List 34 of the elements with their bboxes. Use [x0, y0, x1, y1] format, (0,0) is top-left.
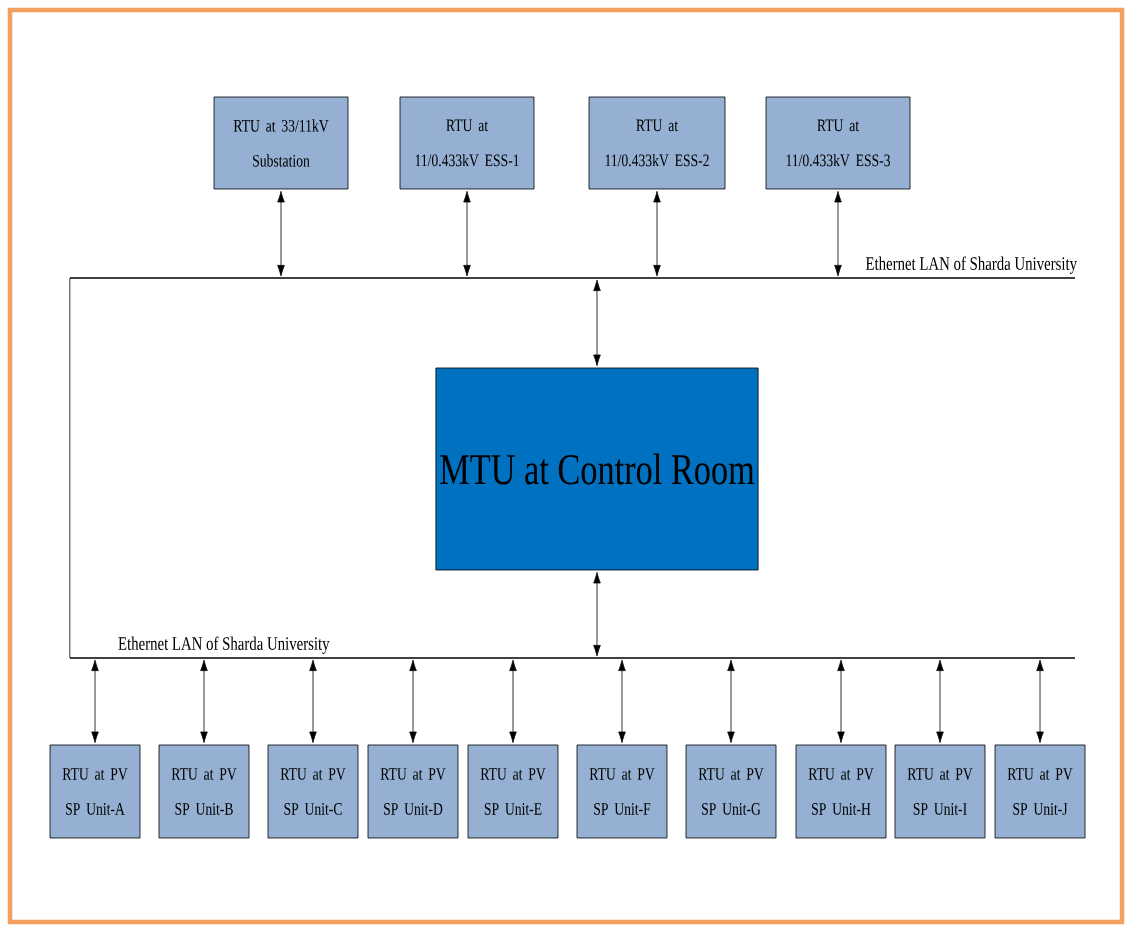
double-arrow	[91, 659, 99, 743]
double-arrow	[727, 659, 735, 743]
rtu-box: RTU at PV SP Unit-B	[158, 744, 250, 839]
rtu-box: RTU at PV SP Unit-F	[576, 744, 668, 839]
rtu-box: RTU at PV SP Unit-D	[367, 744, 459, 839]
double-arrow	[593, 279, 601, 366]
rtu-box: RTU at PV SP Unit-J	[994, 744, 1086, 839]
rtu-box: RTU at PV SP Unit-C	[267, 744, 359, 839]
rtu-box: RTU at 11/0.433kV ESS-1	[399, 96, 535, 190]
double-arrow	[309, 659, 317, 743]
bus-label: Ethernet LAN of Sharda University	[865, 256, 1077, 274]
double-arrow	[277, 191, 285, 277]
double-arrow	[936, 659, 944, 743]
rtu-box: RTU at PV SP Unit-H	[795, 744, 887, 839]
rtu-box: RTU at PV SP Unit-G	[685, 744, 777, 839]
rtu-box: RTU at PV SP Unit-E	[467, 744, 559, 839]
double-arrow	[834, 191, 842, 277]
connector-line	[69, 277, 71, 659]
double-arrow	[837, 659, 845, 743]
rtu-box: RTU at PV SP Unit-I	[894, 744, 986, 839]
bus-label: Ethernet LAN of Sharda University	[118, 636, 330, 654]
mtu-box: MTU at Control Room	[435, 367, 759, 571]
double-arrow	[1036, 659, 1044, 743]
rtu-box: RTU at PV SP Unit-A	[49, 744, 141, 839]
double-arrow	[509, 659, 517, 743]
double-arrow	[463, 191, 471, 277]
double-arrow	[409, 659, 417, 743]
rtu-box: RTU at 33/11kV Substation	[213, 96, 349, 190]
double-arrow	[593, 572, 601, 657]
double-arrow	[618, 659, 626, 743]
double-arrow	[653, 191, 661, 277]
rtu-box: RTU at 11/0.433kV ESS-3	[765, 96, 911, 190]
rtu-box: RTU at 11/0.433kV ESS-2	[588, 96, 726, 190]
double-arrow	[200, 659, 208, 743]
